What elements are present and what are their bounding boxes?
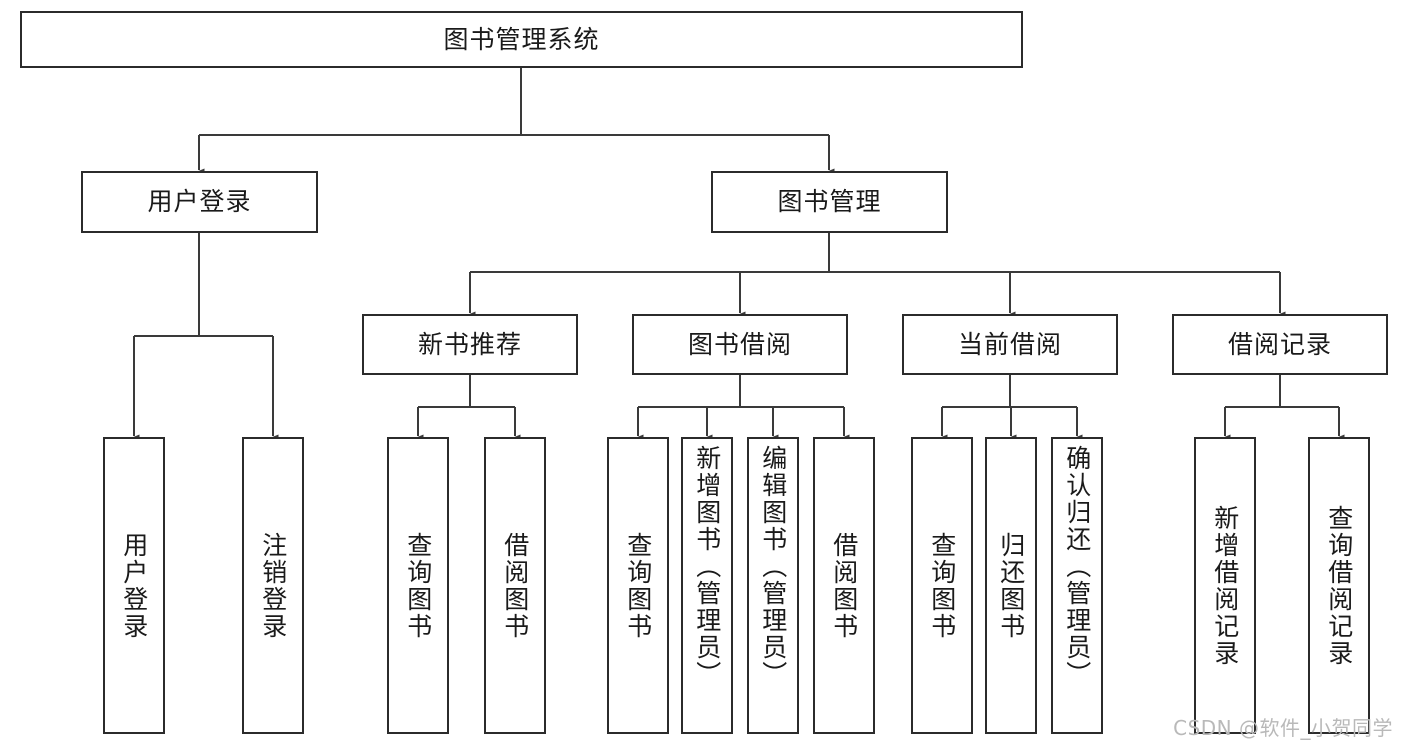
node-leaf-confirm-return-label: 确认归还（管理员） bbox=[1062, 445, 1092, 688]
node-leaf-query-record[interactable]: 查询借阅记录 bbox=[1308, 437, 1370, 734]
node-leaf-user-login[interactable]: 用户登录 bbox=[103, 437, 165, 734]
node-leaf-add-book[interactable]: 新增图书（管理员） bbox=[681, 437, 733, 734]
node-leaf-borrow-book-1[interactable]: 借阅图书 bbox=[484, 437, 546, 734]
node-book-borrow[interactable]: 图书借阅 bbox=[632, 314, 848, 375]
node-leaf-query-book-2-label: 查询图书 bbox=[623, 531, 653, 640]
node-leaf-borrow-book-2[interactable]: 借阅图书 bbox=[813, 437, 875, 734]
node-leaf-add-record-label: 新增借阅记录 bbox=[1210, 504, 1240, 667]
node-leaf-logout-label: 注销登录 bbox=[258, 531, 288, 640]
edge-paths bbox=[128, 68, 1345, 444]
node-borrow-record-label: 借阅记录 bbox=[1227, 329, 1332, 359]
node-leaf-query-book-2[interactable]: 查询图书 bbox=[607, 437, 669, 734]
node-leaf-query-book-3-label: 查询图书 bbox=[927, 531, 957, 640]
node-leaf-query-book-1-label: 查询图书 bbox=[403, 531, 433, 640]
node-user-login-label: 用户登录 bbox=[147, 187, 252, 217]
node-book-borrow-label: 图书借阅 bbox=[687, 329, 792, 359]
node-leaf-edit-book[interactable]: 编辑图书（管理员） bbox=[747, 437, 799, 734]
node-new-book-recommend[interactable]: 新书推荐 bbox=[362, 314, 578, 375]
node-leaf-logout[interactable]: 注销登录 bbox=[242, 437, 304, 734]
node-leaf-query-book-1[interactable]: 查询图书 bbox=[387, 437, 449, 734]
node-leaf-add-book-label: 新增图书（管理员） bbox=[692, 445, 722, 688]
node-current-borrow-label: 当前借阅 bbox=[957, 329, 1062, 359]
node-root-label: 图书管理系统 bbox=[443, 24, 600, 54]
node-borrow-record[interactable]: 借阅记录 bbox=[1172, 314, 1388, 375]
node-leaf-user-login-label: 用户登录 bbox=[119, 531, 149, 640]
node-leaf-return-book-label: 归还图书 bbox=[996, 531, 1026, 640]
node-new-book-recommend-label: 新书推荐 bbox=[417, 329, 522, 359]
node-leaf-query-book-3[interactable]: 查询图书 bbox=[911, 437, 973, 734]
node-leaf-confirm-return[interactable]: 确认归还（管理员） bbox=[1051, 437, 1103, 734]
node-leaf-query-record-label: 查询借阅记录 bbox=[1324, 504, 1354, 667]
node-leaf-borrow-book-1-label: 借阅图书 bbox=[500, 531, 530, 640]
node-current-borrow[interactable]: 当前借阅 bbox=[902, 314, 1118, 375]
node-leaf-add-record[interactable]: 新增借阅记录 bbox=[1194, 437, 1256, 734]
node-book-manage-label: 图书管理 bbox=[777, 187, 882, 217]
node-user-login[interactable]: 用户登录 bbox=[81, 171, 318, 233]
node-book-manage[interactable]: 图书管理 bbox=[711, 171, 948, 233]
node-leaf-edit-book-label: 编辑图书（管理员） bbox=[758, 445, 788, 688]
node-root[interactable]: 图书管理系统 bbox=[20, 11, 1023, 68]
node-leaf-borrow-book-2-label: 借阅图书 bbox=[829, 531, 859, 640]
node-leaf-return-book[interactable]: 归还图书 bbox=[985, 437, 1037, 734]
